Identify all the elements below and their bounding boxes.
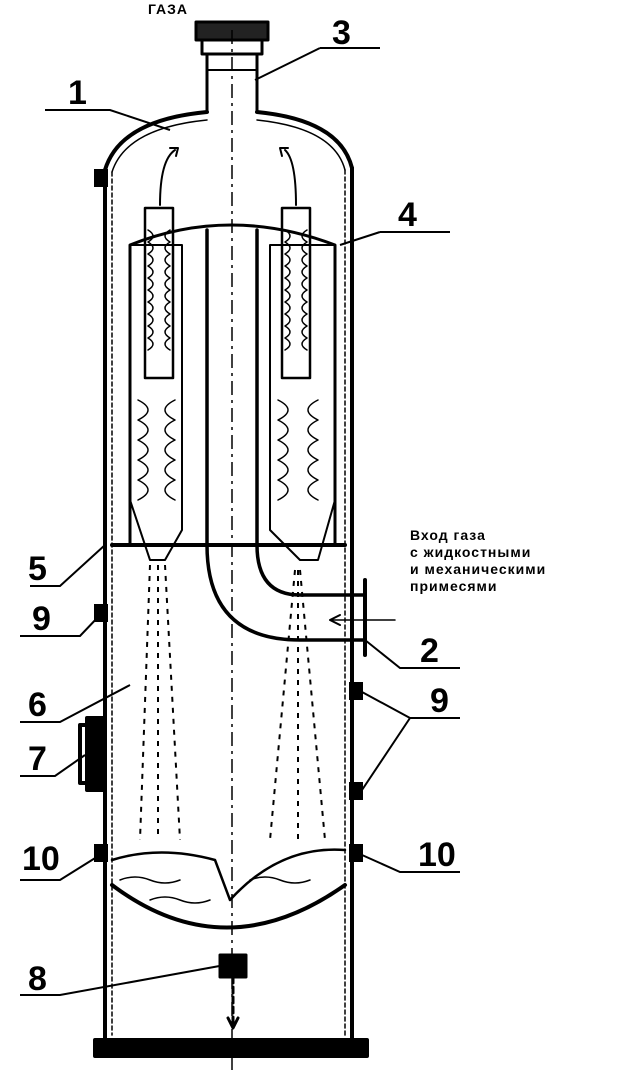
manhole-hatch — [78, 716, 107, 792]
label-1: 1 — [68, 74, 87, 112]
liquid-pool — [110, 848, 347, 904]
top-fitting-left — [94, 169, 108, 187]
inlet-pipe — [205, 228, 396, 657]
label-6: 6 — [28, 686, 47, 724]
label-5: 5 — [28, 550, 47, 588]
label-10-left: 10 — [22, 840, 60, 878]
level-fitting-right-lower — [349, 782, 363, 800]
label-9-right: 9 — [430, 682, 449, 720]
droplet-streams — [139, 564, 326, 841]
label-10-right: 10 — [418, 836, 456, 874]
inlet-caption-line2: с жидкостными — [410, 544, 531, 560]
label-9-left: 9 — [32, 600, 51, 638]
side-fittings — [94, 169, 363, 862]
gauge-fitting-right — [349, 844, 363, 862]
label-2: 2 — [420, 632, 439, 670]
label-4: 4 — [398, 196, 417, 234]
vessel-shell — [93, 110, 369, 1058]
label-7: 7 — [28, 740, 47, 778]
level-fitting-right-upper — [349, 682, 363, 700]
inlet-caption: Вход газа с жидкостными и механическими … — [410, 527, 546, 594]
label-3: 3 — [332, 14, 351, 52]
gauge-fitting-left — [94, 844, 108, 862]
top-caption: ГАЗА — [148, 1, 188, 17]
inlet-caption-line4: примесями — [410, 578, 498, 594]
inlet-caption-line3: и механическими — [410, 561, 546, 577]
inlet-caption-line1: Вход газа — [410, 527, 486, 543]
label-8: 8 — [28, 960, 47, 998]
cyclone-block — [128, 147, 337, 561]
leader-lines — [20, 47, 460, 996]
